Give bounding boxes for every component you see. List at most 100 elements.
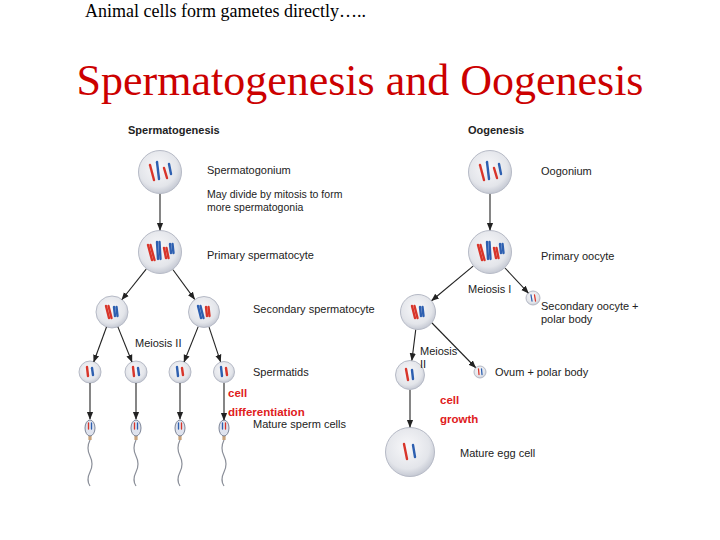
chromosomes	[478, 242, 504, 260]
chromosomes	[148, 242, 174, 260]
polar-body	[474, 366, 486, 378]
cell-outline	[138, 230, 182, 274]
cell-body	[401, 295, 436, 330]
cell-outline	[213, 361, 235, 383]
sperm-cell	[85, 420, 95, 486]
sperm-head	[219, 420, 229, 436]
sperm-tail	[222, 440, 226, 486]
sperm-cell: Mature sperm cells	[219, 420, 229, 436]
cell-body	[396, 361, 425, 390]
stage-note: May divide by mitosis to form more sperm…	[207, 188, 347, 214]
spermatid-cell	[169, 361, 191, 383]
cell-circles	[79, 291, 540, 383]
spermatogonium-cell: SpermatogoniumMay divide by mitosis to f…	[138, 150, 182, 194]
page-title: Spermatogenesis and Oogenesis	[0, 56, 720, 106]
oogonium-cell: Oogonium	[468, 150, 512, 194]
cell-body	[139, 231, 182, 274]
sperm-cell	[131, 420, 141, 486]
intro-text: Animal cells form gametes directly…..	[85, 0, 366, 22]
process-note: cell differentiation	[228, 384, 288, 422]
cell-body	[386, 428, 435, 477]
stage-label: Mature egg cell	[460, 447, 535, 460]
differentiation-arrow	[135, 383, 136, 419]
sperm-outline	[219, 420, 229, 436]
division-arrow	[94, 327, 107, 362]
cell-outline	[395, 360, 425, 390]
chromosomes	[179, 423, 182, 429]
chromosomes	[177, 367, 183, 376]
cell-outline	[468, 230, 512, 274]
stage-label: Mature sperm cells	[253, 418, 346, 431]
primary-oocyte-cell: Primary oocyte	[468, 230, 512, 274]
sperm-cell	[175, 420, 185, 486]
division-arrow	[432, 323, 476, 368]
differentiation-arrow	[89, 383, 90, 419]
connector-group	[160, 194, 490, 427]
chromosomes	[412, 306, 424, 318]
cell-outline	[468, 150, 512, 194]
secondary-oocyte-cell: Secondary oocyte + polar body	[400, 294, 436, 330]
spermatid-cell	[125, 361, 147, 383]
chromosomes	[406, 369, 413, 380]
cell-outline	[385, 427, 435, 477]
cell-body	[139, 151, 182, 194]
division-arrow	[118, 327, 132, 362]
chromosomes	[221, 367, 227, 376]
sperm-shape	[219, 420, 229, 486]
ovum-cell: Ovum + polar body	[395, 360, 425, 390]
process-note: cell growth	[440, 391, 480, 429]
secondary-spermatocyte-cell: Secondary spermatocyte	[188, 296, 220, 328]
panel-heading: Oogenesis	[468, 124, 524, 137]
stage-arrow	[159, 194, 160, 230]
stage-arrow	[173, 270, 195, 299]
stage-arrow	[412, 330, 416, 360]
division-arrow	[184, 327, 198, 362]
stage-label: Primary oocyte	[541, 250, 614, 263]
stage-label: Oogonium	[541, 165, 592, 178]
secondary-spermatocyte-cell	[96, 296, 128, 328]
stage-arrow	[489, 194, 490, 230]
chromosomes	[479, 369, 483, 375]
cell-outline	[138, 150, 182, 194]
stage-label: Spermatogonium	[207, 164, 291, 177]
chromosomes	[198, 306, 210, 318]
polar-body	[526, 291, 540, 305]
chromosomes	[106, 306, 118, 318]
chromosomes	[480, 162, 501, 180]
stage-label: Primary spermatocyte	[207, 249, 314, 262]
cell-body	[469, 151, 512, 194]
primary-spermatocyte-cell: Primary spermatocyte	[138, 230, 182, 274]
cell-body	[189, 297, 220, 328]
differentiation-arrow	[179, 383, 180, 419]
panel-heading: Spermatogenesis	[128, 124, 220, 137]
division-label: Meiosis I	[468, 283, 511, 296]
egg-cell: Mature egg cell	[385, 427, 435, 477]
division-arrows	[90, 268, 528, 419]
division-arrow	[122, 269, 146, 299]
chromosomes	[223, 423, 226, 429]
chromosomes	[531, 295, 536, 301]
division-label: Meiosis II	[420, 345, 462, 371]
stage-label: Spermatids	[253, 366, 309, 379]
chromosomes	[404, 444, 415, 459]
chromosomes	[135, 423, 138, 429]
chromosomes	[133, 367, 139, 376]
cell-body	[469, 231, 512, 274]
stage-label: Secondary oocyte + polar body	[541, 300, 651, 326]
chromosomes	[150, 162, 171, 180]
chromosomes	[89, 423, 92, 429]
stage-label: Ovum + polar body	[495, 366, 588, 379]
spermatid-cell	[79, 361, 101, 383]
cell-outline	[188, 296, 220, 328]
cell-outline	[400, 294, 436, 330]
chromosomes	[87, 367, 93, 376]
division-label: Meiosis II	[135, 337, 181, 350]
stage-arrow	[223, 383, 224, 420]
stage-label: Secondary spermatocyte	[253, 303, 375, 316]
spermatid-cell: Spermatids	[213, 361, 235, 383]
